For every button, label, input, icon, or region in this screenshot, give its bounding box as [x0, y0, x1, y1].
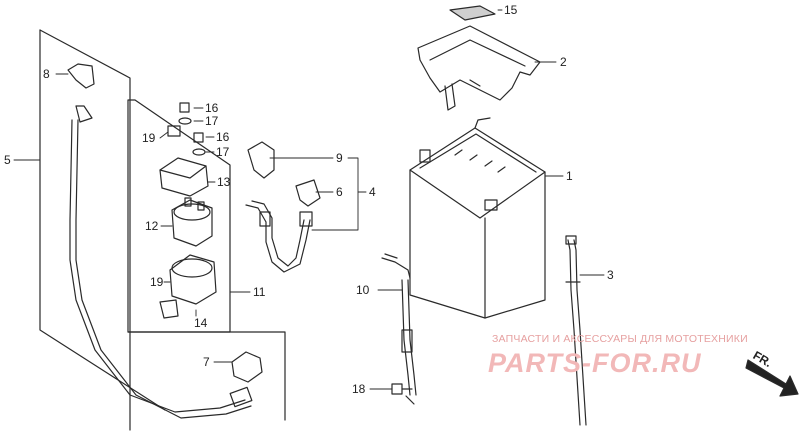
callout-12: 12 — [145, 219, 159, 233]
callout-10: 10 — [356, 283, 370, 297]
callout-16a: 16 — [205, 101, 219, 115]
watermark-caption: ЗАПЧАСТИ И АКСЕССУАРЫ ДЛЯ МОТОТЕХНИКИ — [492, 333, 748, 345]
callout-3: 3 — [607, 268, 614, 282]
callout-6: 6 — [336, 185, 343, 199]
callout-19b: 19 — [150, 275, 164, 289]
callout-8: 8 — [43, 67, 50, 81]
relay-cable — [245, 141, 321, 273]
callout-1: 1 — [566, 169, 573, 183]
group-frame-11 — [127, 99, 286, 421]
watermark-logo: PARTS-FOR.RU — [488, 348, 702, 378]
callout-labels: 15 2 1 3 5 8 16 17 19 16 17 13 12 19 11 … — [4, 3, 774, 396]
breather-tube — [565, 235, 587, 426]
leader-lines — [13, 9, 605, 390]
callout-16b: 16 — [216, 130, 230, 144]
group-frame-5 — [39, 29, 166, 431]
callout-15: 15 — [504, 3, 518, 17]
starter-relay-assembly — [159, 102, 217, 319]
callout-19a: 19 — [142, 131, 156, 145]
callout-17a: 17 — [205, 114, 219, 128]
callout-9: 9 — [336, 151, 343, 165]
callout-4: 4 — [369, 185, 376, 199]
battery-cover — [417, 25, 541, 111]
callout-11: 11 — [253, 285, 266, 299]
callout-14: 14 — [194, 316, 208, 330]
positive-cable — [381, 253, 417, 396]
callout-5: 5 — [4, 153, 11, 167]
battery — [409, 117, 546, 319]
callout-7: 7 — [203, 355, 210, 369]
callout-17b: 17 — [216, 145, 230, 159]
battery-label-plate — [449, 5, 496, 21]
callout-13: 13 — [217, 175, 231, 189]
callout-2: 2 — [560, 55, 567, 69]
callout-18: 18 — [352, 382, 366, 396]
bolt-18 — [391, 383, 415, 405]
negative-cable — [67, 63, 253, 419]
terminal-boot-7 — [231, 351, 263, 383]
front-direction-arrow — [745, 359, 799, 397]
